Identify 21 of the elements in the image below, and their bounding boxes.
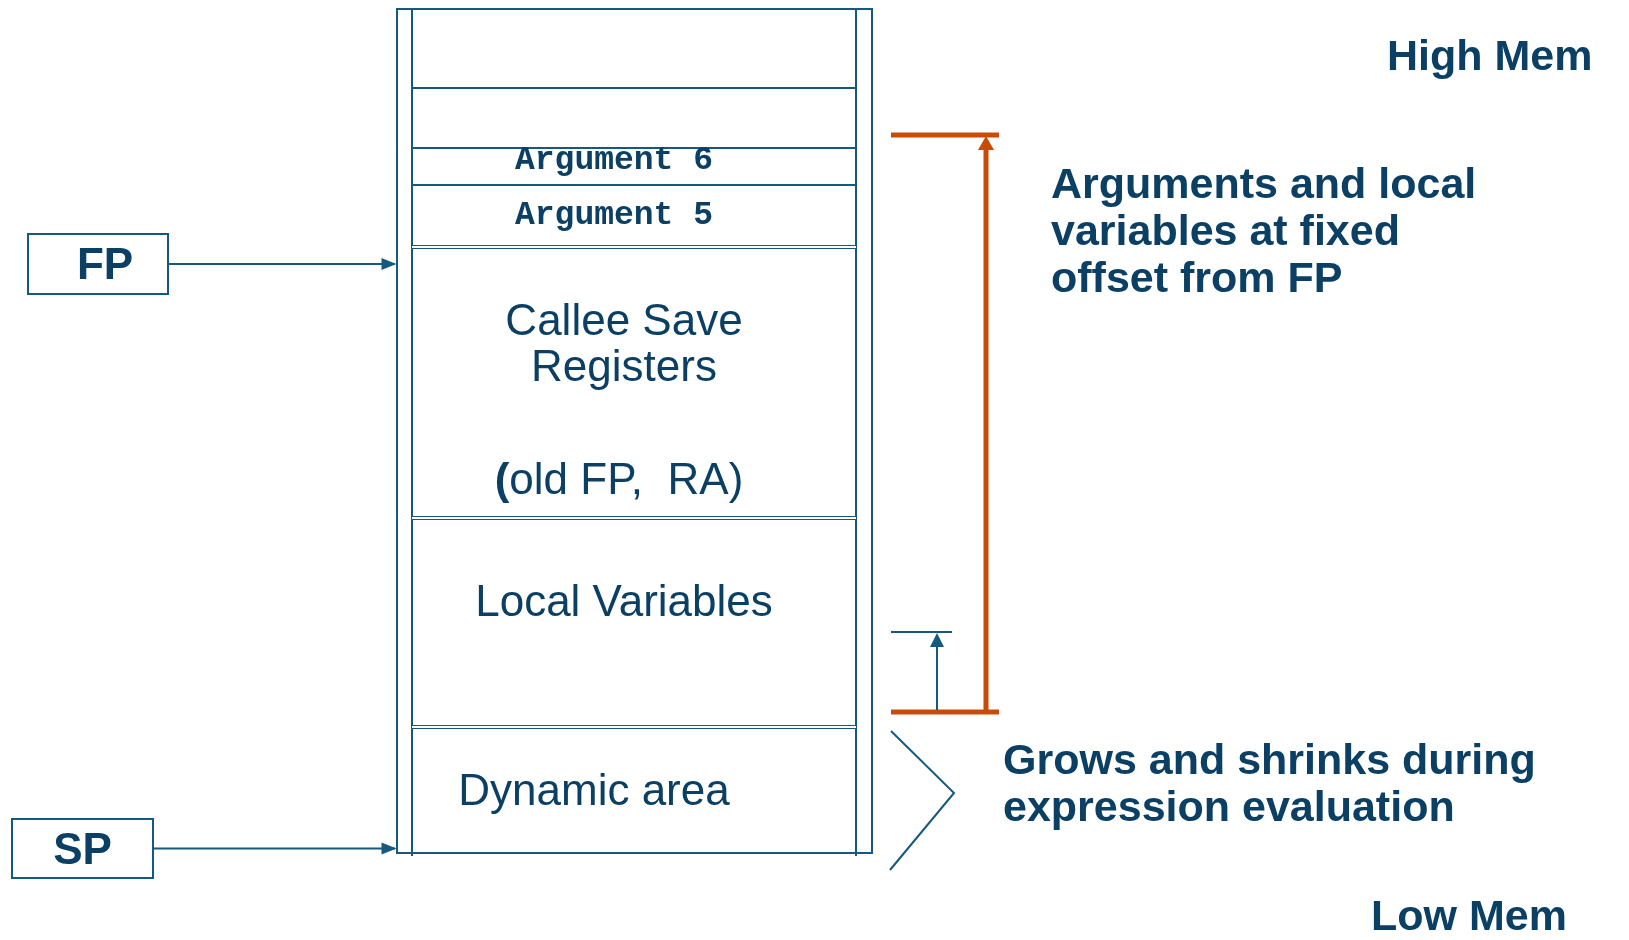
annotation-text: Low Mem — [1371, 892, 1568, 939]
register-box: SP — [11, 818, 154, 879]
register-box: FP — [27, 233, 169, 295]
stack-frame-box — [396, 8, 873, 854]
slot-label: Argument 6 — [514, 144, 713, 177]
slot-label: Dynamic area — [458, 767, 730, 814]
stack-slot — [411, 520, 857, 729]
slot-label: Local Variables — [475, 578, 773, 625]
annotation-text: Grows and shrinks during expression evaluation — [1003, 736, 1537, 830]
slot-label: Argument 5 — [514, 199, 713, 232]
stack-slot — [411, 89, 857, 149]
slot-label: (old FP, RA) — [494, 455, 744, 502]
annotation-text: Arguments and local variables at fixed offset from FP — [1051, 160, 1478, 301]
pointer-arrow — [153, 842, 397, 855]
stack-slot — [411, 729, 857, 856]
stack-slot — [411, 249, 857, 520]
stack-slot — [411, 186, 857, 249]
stack-slot — [411, 10, 857, 89]
pointer-arrow — [168, 258, 397, 270]
slot-label: Callee Save Registers — [504, 297, 744, 390]
annotation-text: High Mem — [1387, 32, 1594, 79]
